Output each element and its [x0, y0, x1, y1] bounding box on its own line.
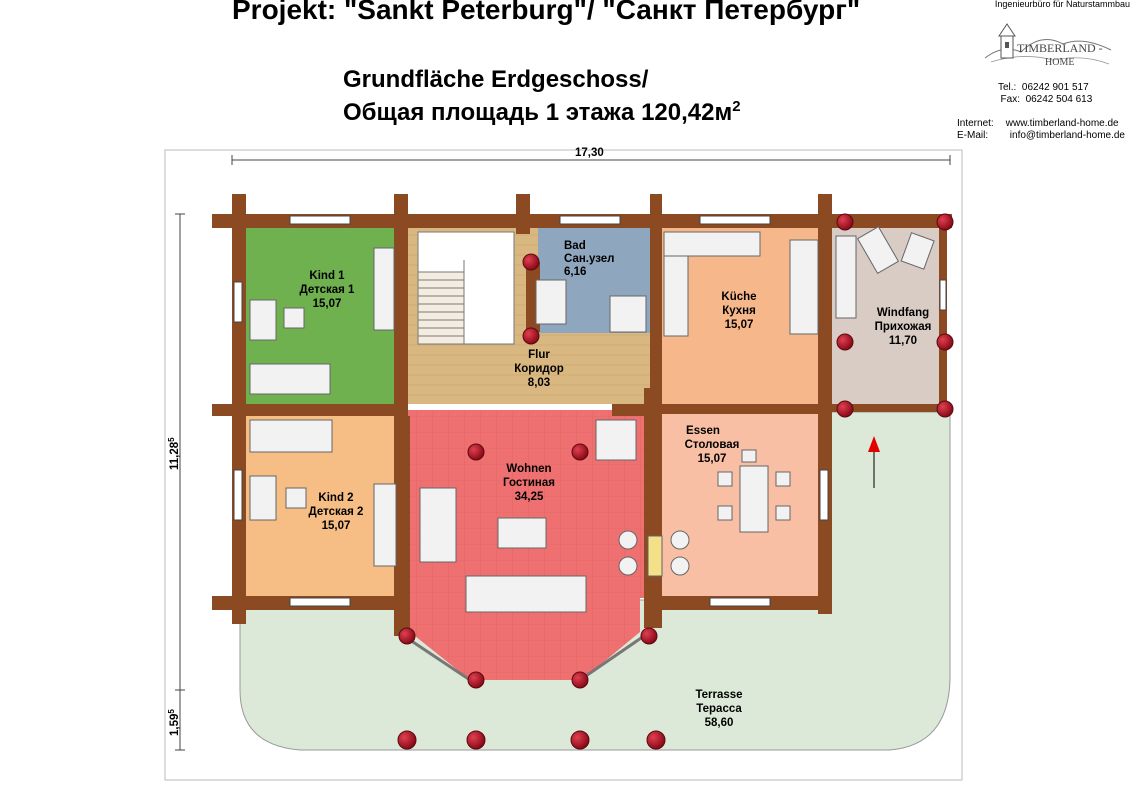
- staircase: [417, 231, 515, 345]
- tel-label: Tel.:: [998, 82, 1017, 93]
- fax-label: Fax:: [1000, 94, 1020, 105]
- email-line: E-Mail: info@timberland-home.de: [957, 130, 1125, 141]
- company-tagline: Ingenieurbüro für Naturstammbau: [994, 0, 1130, 9]
- total-area-sup: 2: [732, 98, 741, 115]
- columns: [397, 213, 954, 750]
- kind2-name-de: Kind 2: [318, 492, 353, 504]
- dimension-height-terrace: 1,595: [167, 709, 181, 736]
- fax-value: 06242 504 613: [1025, 94, 1093, 105]
- windows: [233, 215, 947, 607]
- wohnen-name-de: Wohnen: [506, 463, 551, 475]
- dimension-height-main: 11,285: [167, 437, 181, 470]
- label-essen: Essen Столовая 15,07: [685, 425, 740, 465]
- terrasse-name-ru: Терасса: [696, 703, 742, 715]
- flur-name-ru: Коридор: [514, 363, 564, 375]
- internet-line: Internet: www.timberland-home.de: [957, 118, 1119, 129]
- subtitle-total-area: Общая площадь 1 этажа 120,42м2: [343, 98, 741, 127]
- dimension-height-main-value: 11,28: [169, 441, 181, 470]
- flur-name-de: Flur: [528, 349, 550, 361]
- kind1-area: 15,07: [313, 298, 342, 310]
- essen-area: 15,07: [698, 453, 727, 465]
- label-kind2: Kind 2 Детская 2 15,07: [309, 492, 364, 532]
- tel-line: Tel.: 06242 901 517: [998, 82, 1089, 93]
- essen-name-de: Essen: [686, 425, 720, 437]
- label-bad: Bad Сан.узел 6,16: [564, 240, 615, 278]
- dimension-height-terrace-value: 1,59: [169, 714, 181, 736]
- subtitle-ground-floor: Grundfläche Erdgeschoss/: [343, 66, 649, 93]
- bad-name-de: Bad: [564, 240, 586, 252]
- label-kind1: Kind 1 Детская 1 15,07: [300, 270, 356, 310]
- label-flur: Flur Коридор 8,03: [514, 349, 564, 389]
- label-kueche: Küche Кухня 15,07: [721, 291, 756, 331]
- kind1-name-de: Kind 1: [309, 270, 345, 282]
- internet-value: www.timberland-home.de: [1005, 118, 1119, 129]
- wohnen-area: 34,25: [515, 491, 544, 503]
- kind1-name-ru: Детская 1: [300, 284, 356, 296]
- bad-area: 6,16: [564, 266, 586, 278]
- label-wohnen: Wohnen Гостиная 34,25: [503, 463, 555, 503]
- terrasse-area: 58,60: [705, 717, 734, 729]
- project-title: Projekt: "Sankt Peterburg"/ "Санкт Петер…: [232, 0, 861, 25]
- terrasse-name-de: Terrasse: [695, 689, 742, 701]
- timberland-logo: TIMBERLAND - HOME: [984, 23, 1112, 68]
- kind2-area: 15,07: [322, 520, 351, 532]
- fax-line: Fax: 06242 504 613: [998, 94, 1093, 105]
- essen-name-ru: Столовая: [685, 439, 740, 451]
- flur-area: 8,03: [528, 377, 550, 389]
- tel-value: 06242 901 517: [1021, 82, 1089, 93]
- kueche-area: 15,07: [725, 319, 754, 331]
- furniture: [249, 225, 935, 613]
- wohnen-name-ru: Гостиная: [503, 477, 555, 489]
- dimension-height-main-sup: 5: [167, 437, 176, 442]
- email-label: E-Mail:: [957, 130, 989, 141]
- logo-line2: HOME: [1045, 57, 1074, 68]
- total-area-text: Общая площадь 1 этажа 120,42м: [343, 99, 733, 126]
- kind2-name-ru: Детская 2: [309, 506, 364, 518]
- windfang-name-ru: Прихожая: [875, 321, 932, 333]
- internet-label: Internet:: [957, 118, 994, 129]
- plan-frame: [164, 149, 963, 781]
- entrance-arrow-icon: [868, 436, 880, 488]
- dimension-height-terrace-sup: 5: [167, 709, 176, 714]
- label-terrasse: Terrasse Терасса 58,60: [695, 689, 742, 729]
- kueche-name-ru: Кухня: [722, 305, 756, 317]
- label-windfang: Windfang Прихожая 11,70: [875, 307, 932, 347]
- bay-window: [409, 634, 645, 682]
- bad-name-ru: Сан.узел: [564, 253, 615, 265]
- logo-line1: TIMBERLAND -: [1017, 41, 1103, 55]
- dimension-lines: [175, 155, 951, 751]
- windfang-area: 11,70: [889, 335, 917, 347]
- terrace-area: [239, 411, 951, 751]
- kueche-name-de: Küche: [721, 291, 756, 303]
- windfang-name-de: Windfang: [877, 307, 929, 319]
- dimension-width: 17,30: [575, 147, 604, 159]
- email-value: info@timberland-home.de: [1009, 130, 1125, 141]
